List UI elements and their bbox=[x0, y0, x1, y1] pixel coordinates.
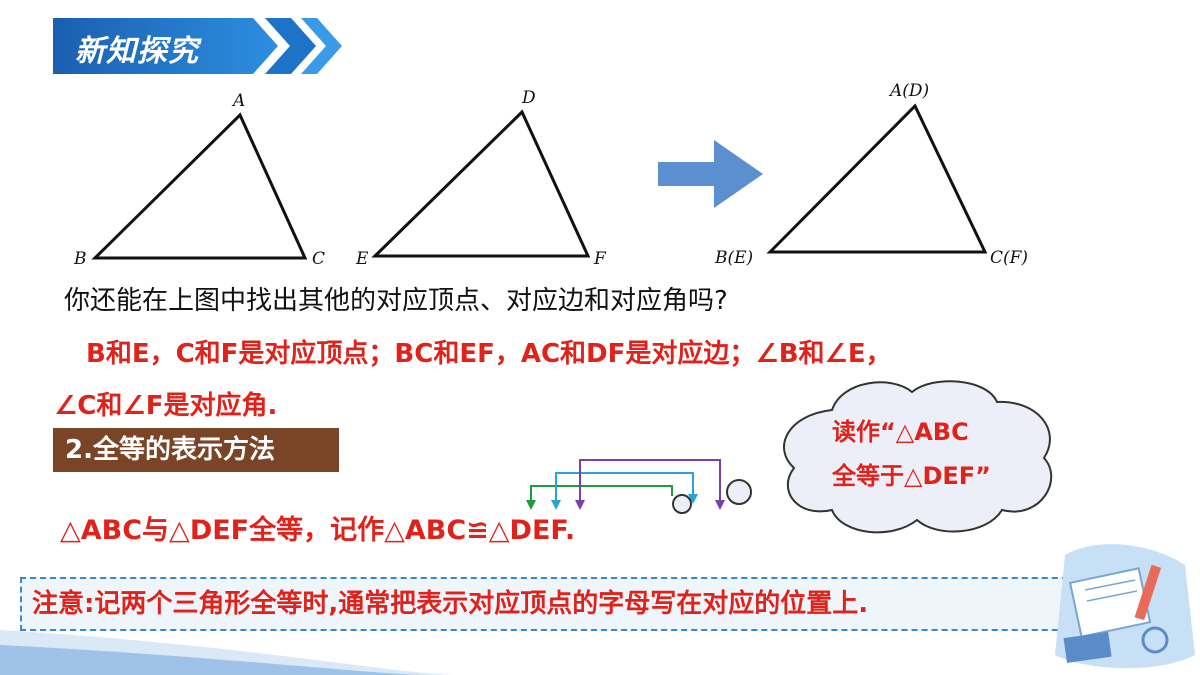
label-f: F bbox=[593, 249, 607, 269]
section-title: 2.全等的表示方法 bbox=[53, 428, 339, 472]
answer-line-2: ∠C和∠F是对应角. bbox=[54, 391, 278, 421]
triangle-abc bbox=[91, 112, 308, 260]
math-tools-icon bbox=[1055, 544, 1195, 669]
cloud-line-2: 全等于△DEF” bbox=[832, 462, 991, 490]
cloud-text: 读作“△ABC 全等于△DEF” bbox=[832, 410, 1052, 498]
label-a-d: A(D) bbox=[888, 81, 929, 101]
answer-line-1: B和E，C和F是对应顶点；BC和EF，AC和DF是对应边；∠B和∠E， bbox=[86, 339, 892, 369]
label-b-e: B(E) bbox=[714, 248, 753, 268]
label-d: D bbox=[521, 88, 536, 108]
label-b: B bbox=[73, 249, 87, 269]
section-banner: 新知探究 bbox=[53, 18, 343, 74]
triangles-figure: A B C D E F A(D) B(E) C(F) bbox=[73, 81, 1028, 269]
question-text: 你还能在上图中找出其他的对应顶点、对应边和对应角吗? bbox=[64, 286, 728, 316]
label-c: C bbox=[312, 249, 325, 269]
label-a: A bbox=[231, 91, 245, 111]
thought-bubbles bbox=[672, 479, 752, 514]
label-e: E bbox=[355, 249, 369, 269]
banner-shape bbox=[53, 18, 342, 74]
triangle-def bbox=[371, 109, 591, 258]
banner-title: 新知探究 bbox=[75, 34, 199, 69]
note-box: 注意:记两个三角形全等时,通常把表示对应顶点的字母写在对应的位置上. bbox=[20, 577, 1168, 631]
bottom-wave bbox=[0, 630, 460, 675]
thought-cloud bbox=[783, 380, 1053, 534]
congruence-notation: △ABC与△DEF全等，记作△ABC≌△DEF. bbox=[60, 515, 576, 546]
label-c-f: C(F) bbox=[990, 248, 1028, 268]
answer-text: B和E，C和F是对应顶点；BC和EF，AC和DF是对应边；∠B和∠E， ∠C和∠… bbox=[54, 328, 1154, 432]
correspondence-arrows bbox=[526, 459, 725, 510]
right-arrow-icon bbox=[658, 140, 763, 208]
triangle-overlap bbox=[766, 103, 988, 254]
cloud-line-1: 读作“△ABC bbox=[832, 418, 969, 446]
